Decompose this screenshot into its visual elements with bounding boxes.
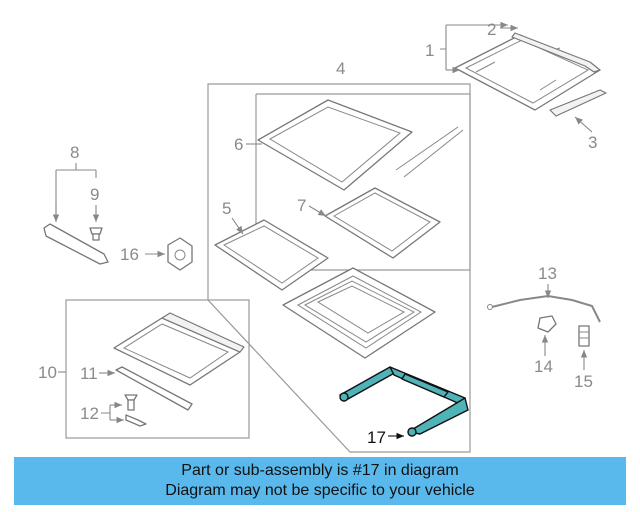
callout-14-group: 14 <box>534 335 553 376</box>
callout-7: 7 <box>297 196 306 215</box>
callout-11-group: 11 <box>80 364 115 383</box>
callout-3: 3 <box>588 133 597 152</box>
callout-12-group: 12 <box>80 401 124 424</box>
callout-7-group: 7 <box>297 196 327 217</box>
rail-part-11 <box>115 366 193 411</box>
callout-5-group: 5 <box>222 199 244 235</box>
banner-line-2: Diagram may not be specific to your vehi… <box>165 482 475 499</box>
glass-panel-part-1 <box>454 32 607 117</box>
callout-3-group: 3 <box>574 116 597 152</box>
inner-box-6-7 <box>255 93 471 271</box>
callout-17: 17 <box>367 428 386 447</box>
callout-10: 10 <box>38 363 57 382</box>
clip-part-9 <box>89 227 103 241</box>
sunshade-part-10 <box>113 312 245 386</box>
sunroof-glass-part-6 <box>257 99 464 191</box>
callout-1: 1 <box>425 41 434 60</box>
screw-part-12 <box>124 394 147 427</box>
callout-6: 6 <box>234 135 243 154</box>
callout-17-group: 17 <box>367 428 404 447</box>
callout-1-group: 1 <box>425 21 508 74</box>
panel-part-7 <box>324 187 441 259</box>
callout-8: 8 <box>70 143 79 162</box>
callout-8-group: 8 <box>52 143 97 222</box>
info-banner: Part or sub-assembly is #17 in diagram D… <box>14 457 626 505</box>
callout-4: 4 <box>336 59 345 78</box>
callout-11: 11 <box>80 364 98 383</box>
sunshade-box <box>65 299 250 439</box>
callout-6-group: 6 <box>234 135 262 154</box>
callout-2: 2 <box>487 20 496 39</box>
callout-5: 5 <box>222 199 231 218</box>
callout-13-group: 13 <box>538 264 557 298</box>
parts-diagram: 1 2 3 4 6 7 5 <box>38 20 607 453</box>
deflector-part-5 <box>214 219 329 291</box>
sunroof-frame <box>282 267 436 359</box>
clip-part-14 <box>537 315 557 333</box>
callout-15-group: 15 <box>574 350 593 391</box>
banner-line-1: Part or sub-assembly is #17 in diagram <box>181 462 459 479</box>
callout-2-group: 2 <box>487 20 518 39</box>
drain-hose-part-13 <box>487 294 601 323</box>
callout-4-group: 4 <box>207 59 471 453</box>
callout-15: 15 <box>574 372 593 391</box>
callout-16: 16 <box>120 245 139 264</box>
callout-9-group: 9 <box>90 185 99 222</box>
highlighted-part-17 <box>339 366 469 437</box>
callout-13: 13 <box>538 264 557 283</box>
rail-part-8 <box>43 223 109 265</box>
callout-14: 14 <box>534 357 553 376</box>
motor-part-16 <box>167 237 193 271</box>
callout-9: 9 <box>90 185 99 204</box>
callout-10-group: 10 <box>38 363 66 382</box>
callout-16-group: 16 <box>120 245 165 264</box>
callout-12: 12 <box>80 404 99 423</box>
fitting-part-15 <box>578 325 590 347</box>
